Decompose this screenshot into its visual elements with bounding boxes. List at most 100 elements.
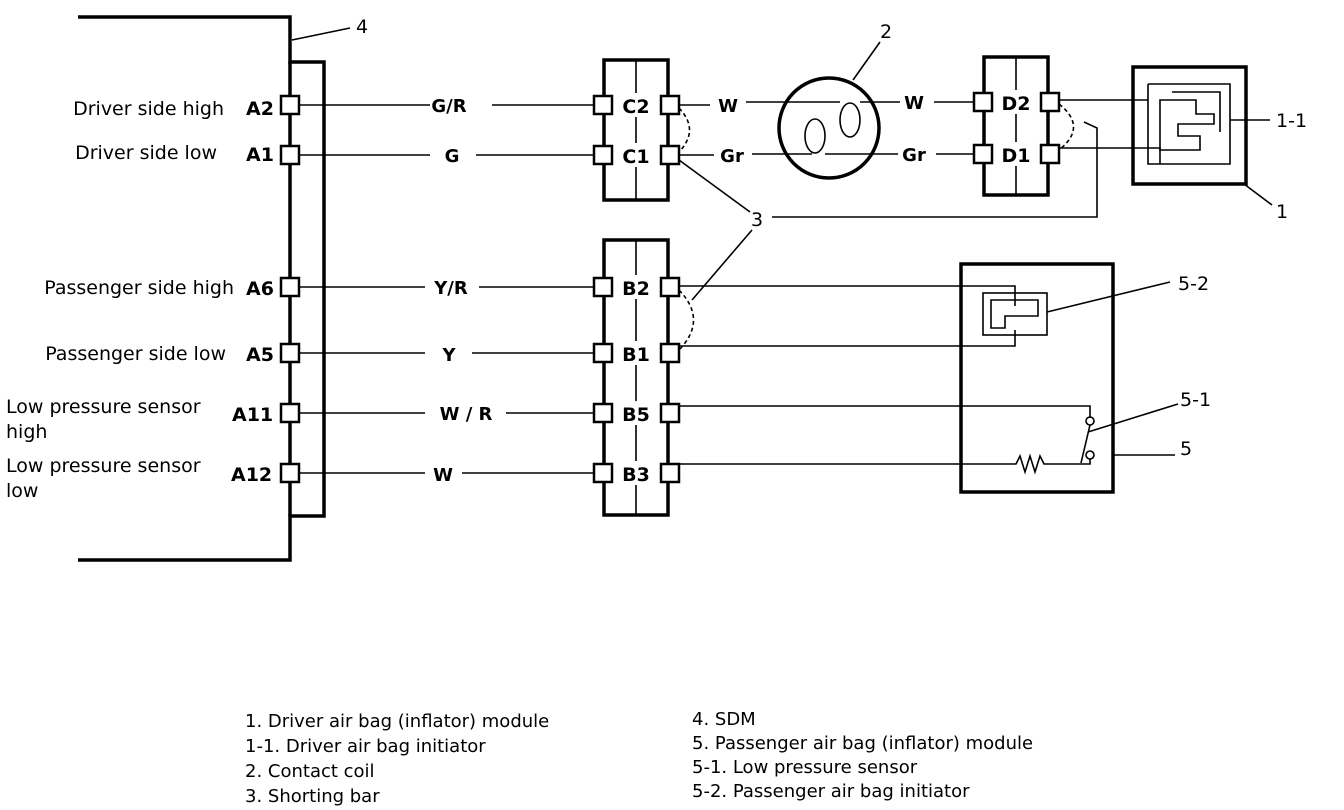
shorting-bar-c	[678, 107, 691, 153]
wire-code: Y/R	[433, 278, 468, 299]
driver-module-callout-leader	[1243, 183, 1273, 206]
initiator-callout: 1-1	[1276, 110, 1307, 132]
initiator-inner	[1172, 91, 1221, 132]
shorting-bar-d	[1058, 103, 1075, 151]
coil-callout-leader	[852, 41, 881, 81]
sdm-terminal-A1: Driver side low A1 G	[75, 142, 594, 167]
sdm-callout-leader	[291, 27, 351, 41]
pin-label: A11	[232, 404, 273, 426]
switch-contact	[1085, 450, 1095, 460]
terminal-label: Driver side low	[75, 142, 217, 164]
legend: 1. Driver air bag (inflator) module 1-1.…	[245, 709, 1033, 807]
sdm-outline	[78, 15, 326, 562]
pin-square-b1-left	[592, 342, 614, 364]
module-callout: 5	[1180, 438, 1192, 460]
terminal-square	[279, 94, 301, 116]
pin-label-d2: D2	[1002, 93, 1031, 115]
pin-square-b5-right	[659, 402, 681, 424]
pin-square-b1-right	[659, 342, 681, 364]
callout-leader-b	[691, 229, 753, 301]
callout-leader-d	[772, 121, 1098, 218]
initiator-outer	[1147, 83, 1231, 165]
pin-label-b5: B5	[622, 404, 650, 426]
coil-loop	[839, 102, 861, 138]
terminal-square	[279, 276, 301, 298]
sdm-terminal-A2: Driver side high A2 G/R	[73, 94, 594, 120]
driver-airbag-module: 1-1 1	[1059, 65, 1307, 223]
pin-square-b5-left	[592, 402, 614, 424]
initiator-outer	[982, 292, 1048, 336]
terminal-label: Driver side high	[73, 98, 224, 120]
sdm-terminal-A6: Passenger side high A6 Y/R	[44, 276, 594, 300]
legend-item-4: 4. SDM	[692, 709, 756, 730]
label-backdrop	[999, 90, 1033, 114]
pin-square-c2-right	[659, 94, 681, 116]
shorting-bar-callout-label: 3	[751, 209, 763, 231]
pin-square-b3-right	[659, 462, 681, 484]
wire	[679, 405, 1091, 418]
wire-code: W	[433, 465, 453, 486]
legend-item-3: 3. Shorting bar	[245, 786, 380, 807]
passenger-module-body	[959, 262, 1115, 494]
pin-square-d1-left	[972, 143, 994, 165]
pin-square-d2-left	[972, 91, 994, 113]
wire-code: G/R	[431, 96, 466, 117]
wire-code-coil-out-top: W	[904, 93, 924, 114]
switch-contact	[1085, 416, 1095, 426]
shorting-bar-b	[678, 289, 695, 351]
wire-code-coil-in-top: W	[718, 96, 738, 117]
legend-item-5-2: 5-2. Passenger air bag initiator	[692, 781, 970, 802]
pin-square-b2-left	[592, 276, 614, 298]
pin-square-d1-right	[1039, 143, 1061, 165]
pin-label: A2	[246, 98, 274, 120]
passenger-airbag-module: 5-2 5-1 5	[679, 262, 1211, 494]
contact-coil: 2	[746, 21, 900, 180]
sensor-callout-leader	[1087, 403, 1179, 433]
resistor-wire	[679, 453, 1091, 475]
legend-item-5-1: 5-1. Low pressure sensor	[692, 757, 918, 778]
pin-square-b3-left	[592, 462, 614, 484]
pin-label-b1: B1	[622, 344, 650, 366]
initiator-lead	[1133, 147, 1161, 164]
terminal-label: Low pressure sensor	[6, 455, 201, 477]
terminal-square	[279, 402, 301, 424]
label-backdrop	[621, 143, 651, 167]
initiator-callout: 5-2	[1178, 273, 1209, 295]
terminal-square	[279, 342, 301, 364]
connector-b: B2 B1 B5 B3	[592, 238, 695, 517]
pin-label-b2: B2	[622, 278, 650, 300]
sdm-callout: 4	[356, 16, 368, 38]
wire-code-coil-out-bottom: Gr	[902, 145, 926, 166]
sensor-callout: 5-1	[1180, 389, 1211, 411]
pin-label-c1: C1	[622, 146, 649, 168]
pin-label: A1	[246, 144, 274, 166]
pin-label: A6	[246, 278, 274, 300]
terminal-square	[279, 462, 301, 484]
pin-label: A12	[231, 464, 272, 486]
sdm-terminal-A11: Low pressure sensor high A11 W / R	[6, 396, 594, 443]
initiator-element	[990, 299, 1039, 329]
sdm-terminal-A5: Passenger side low A5 Y	[45, 342, 594, 366]
label-backdrop	[619, 341, 653, 365]
legend-item-2: 2. Contact coil	[245, 761, 375, 782]
label-backdrop	[619, 275, 653, 299]
pin-label-b3: B3	[622, 464, 650, 486]
label-backdrop	[619, 401, 653, 425]
wire-code: Y	[441, 345, 456, 366]
terminal-square	[279, 144, 301, 166]
coil-callout: 2	[880, 21, 892, 43]
legend-item-5: 5. Passenger air bag (inflator) module	[692, 733, 1033, 754]
shorting-bar-callout: 3	[678, 121, 1098, 301]
label-backdrop	[619, 461, 653, 485]
terminal-label: Low pressure sensor	[6, 396, 201, 418]
coil-loop	[804, 118, 826, 154]
pin-square-c1-left	[592, 144, 614, 166]
connector-d: D2 D1	[972, 55, 1075, 197]
terminal-label: Passenger side high	[44, 277, 234, 299]
connector-c: C2 C1	[592, 58, 691, 202]
pin-square-b2-right	[659, 276, 681, 298]
pin-label: A5	[246, 344, 274, 366]
terminal-label-line2: high	[6, 421, 47, 443]
label-backdrop	[1001, 142, 1031, 166]
